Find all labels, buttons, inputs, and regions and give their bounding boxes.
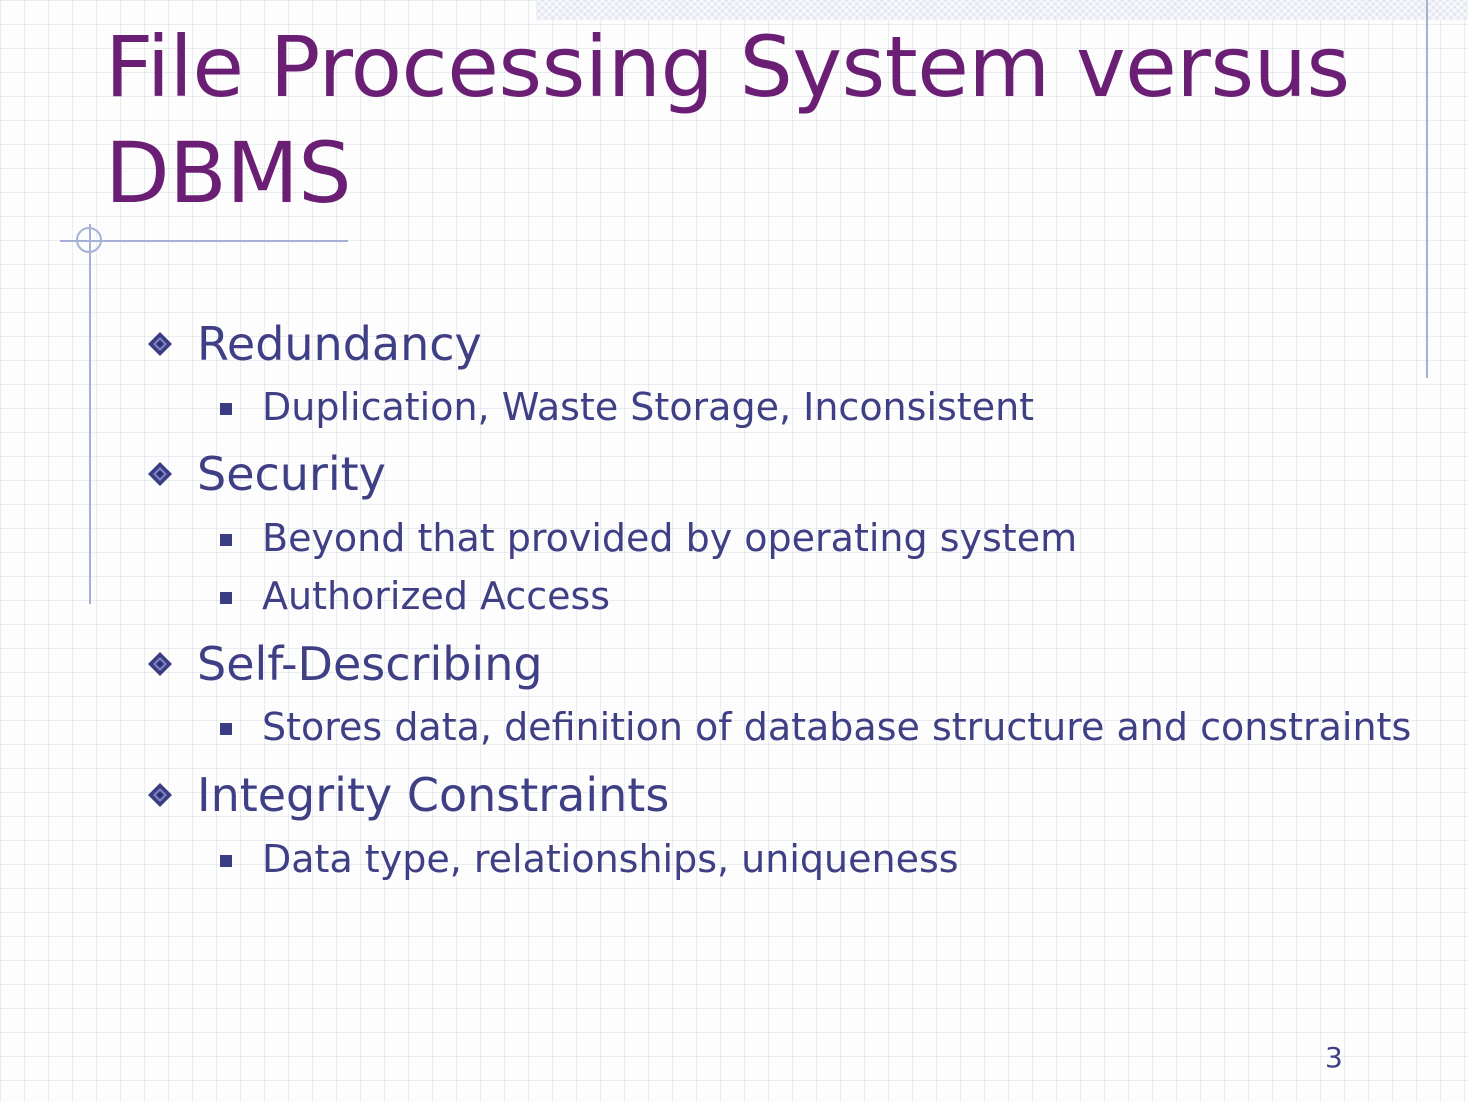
square-bullet-icon (220, 723, 232, 735)
left-vertical-rule (89, 224, 91, 604)
sub-bullet-text: Beyond that provided by operating system (262, 516, 1078, 560)
bullet-label: Integrity Constraints (197, 768, 670, 822)
title-underline-rule (60, 240, 348, 242)
square-bullet-icon (220, 403, 232, 415)
sub-bullet-text: Duplication, Waste Storage, Inconsistent (262, 385, 1035, 429)
page-number: 3 (1325, 1041, 1343, 1074)
square-bullet-icon (220, 534, 232, 546)
diamond-bullet-icon (148, 783, 172, 807)
diamond-bullet-icon (148, 652, 172, 676)
bullet-label: Security (197, 447, 386, 501)
sub-bullet-text: Authorized Access (262, 574, 611, 618)
crosshair-ring-icon (76, 227, 102, 253)
diamond-bullet-icon (148, 332, 172, 356)
top-pattern-band (536, 0, 1468, 20)
sub-bullet-text: Data type, relationships, uniqueness (262, 837, 959, 881)
square-bullet-icon (220, 855, 232, 867)
sub-bullet-text: Stores data, definition of database stru… (262, 705, 1412, 749)
right-vertical-rule (1426, 0, 1428, 378)
slide-title: File Processing System versus DBMS (105, 18, 1350, 222)
diamond-bullet-icon (148, 462, 172, 486)
square-bullet-icon (220, 592, 232, 604)
bullet-label: Self-Describing (197, 637, 543, 691)
bullet-label: Redundancy (197, 317, 482, 371)
